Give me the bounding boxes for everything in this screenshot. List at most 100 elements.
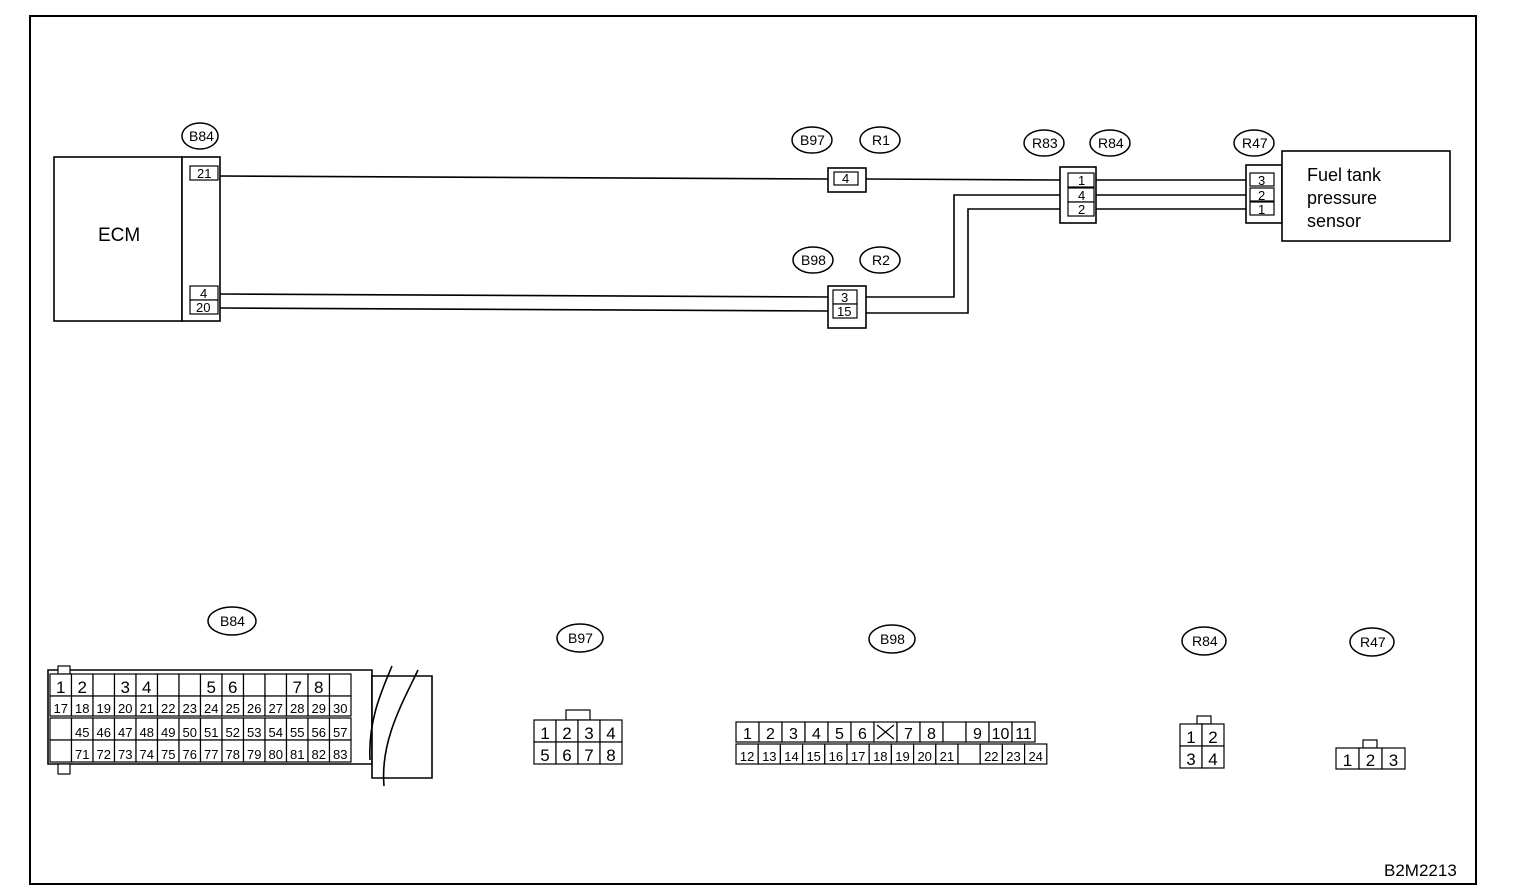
b84-row3-cell (49, 717, 73, 741)
b84-row2-pin-20: 20 (118, 701, 132, 716)
b84-row1-cell (328, 673, 352, 697)
wire-ecm20-b98 (219, 307, 829, 312)
b84-row2-pin-23: 23 (183, 701, 197, 716)
connector-b97-r1: 4 (827, 167, 867, 193)
b84-row1-cell (264, 673, 288, 697)
b84-row1-pin-6: 6 (228, 678, 237, 697)
b84-row4-pin-82: 82 (312, 747, 326, 762)
b84-row2-pin-22: 22 (161, 701, 175, 716)
fuel-tank-pressure-sensor: Fuel tank pressure sensor (1281, 150, 1451, 242)
connector-r83-r84: 1 4 2 (1059, 166, 1097, 224)
b97-row1-pin-3: 3 (584, 724, 593, 743)
sensor-label-line-1: Fuel tank (1307, 165, 1382, 185)
b84-row4-pin-75: 75 (161, 747, 175, 762)
b98-row2-pin-17: 17 (851, 749, 865, 764)
b84-row3-pin-45: 45 (75, 725, 89, 740)
b84-row1-pin-5: 5 (207, 678, 216, 697)
tag-b97-bottom-label: B97 (568, 630, 593, 646)
b84-row2-pin-24: 24 (204, 701, 218, 716)
b98-row2-pin-23: 23 (1006, 749, 1020, 764)
b84-row4-pin-74: 74 (140, 747, 154, 762)
b97-row2-pin-5: 5 (540, 746, 549, 765)
b84-row1-cell (92, 673, 116, 697)
ecm-pin-21: 21 (197, 166, 211, 181)
b84-row3-pin-57: 57 (333, 725, 347, 740)
b98-row2-pin-22: 22 (984, 749, 998, 764)
r84-row1-pin-1: 1 (1186, 728, 1195, 747)
b84-row2-pin-30: 30 (333, 701, 347, 716)
b97-row2-pin-7: 7 (584, 746, 593, 765)
r47-row1-pin-3: 3 (1389, 751, 1398, 770)
r83-r84-pin-2: 2 (1078, 202, 1085, 217)
b84-row4-pin-83: 83 (333, 747, 347, 762)
tag-r47-bottom-label: R47 (1360, 634, 1386, 650)
wire-r2-r83-pin4 (866, 194, 1060, 298)
b97-row1-pin-4: 4 (606, 724, 615, 743)
b84-row1-cell (242, 673, 266, 697)
r47-row1-pin-1: 1 (1343, 751, 1352, 770)
b84-row4-pin-78: 78 (226, 747, 240, 762)
b84-row2-pin-21: 21 (140, 701, 154, 716)
tag-b84-bottom-label: B84 (220, 613, 245, 629)
r83-r84-pin-4: 4 (1078, 188, 1085, 203)
b98-row2-pin-12: 12 (740, 749, 754, 764)
b84-row1-pin-8: 8 (314, 678, 323, 697)
b84-row2-pin-25: 25 (226, 701, 240, 716)
tag-r84-top-label: R84 (1098, 135, 1124, 151)
b84-row4-pin-72: 72 (97, 747, 111, 762)
b98-row1-pin-8: 8 (927, 726, 936, 743)
b84-row1-pin-3: 3 (121, 678, 130, 697)
b98-row1-pin-3: 3 (789, 726, 798, 743)
b84-row4-cell (49, 739, 73, 763)
diagram-frame (29, 15, 1477, 885)
b84-row3-pin-46: 46 (97, 725, 111, 740)
b84-row2-pin-18: 18 (75, 701, 89, 716)
b84-row3-pin-50: 50 (183, 725, 197, 740)
b98-row1-cell (942, 721, 967, 743)
tag-r1-label: R1 (872, 132, 890, 148)
b84-row4-pin-81: 81 (290, 747, 304, 762)
b97-row2-pin-6: 6 (562, 746, 571, 765)
b84-row4-cell (328, 739, 352, 763)
r47-row1-cell (1381, 747, 1406, 770)
b84-row3-pin-47: 47 (118, 725, 132, 740)
r84-row2-pin-3: 3 (1186, 750, 1195, 769)
r84-row2-cell (1201, 745, 1225, 769)
b84-row4-pin-77: 77 (204, 747, 218, 762)
connector-b98-r2: 3 15 (827, 285, 867, 329)
tag-r83: R83 (1023, 129, 1065, 157)
connector-r47: 3 2 1 (1245, 164, 1283, 224)
b84-row1-cell (178, 673, 202, 697)
b97-r1-pin-4: 4 (842, 171, 849, 186)
b84-row3-pin-55: 55 (290, 725, 304, 740)
b84-row2-pin-27: 27 (269, 701, 283, 716)
b84-row4-pin-79: 79 (247, 747, 261, 762)
tag-b84-top: B84 (181, 122, 219, 150)
b84-row3-pin-54: 54 (269, 725, 283, 740)
r47-pin-1: 1 (1258, 202, 1265, 217)
b98-row1-pin-5: 5 (835, 726, 844, 743)
tag-b98-top: B98 (792, 246, 834, 274)
sensor-label-line-3: sensor (1307, 211, 1361, 231)
tag-b84-bottom: B84 (207, 606, 257, 636)
tag-r47-top-label: R47 (1242, 135, 1268, 151)
b84-row4-pin-80: 80 (269, 747, 283, 762)
tag-r1: R1 (859, 126, 901, 154)
wire-r2-r83-pin2 (866, 208, 1060, 314)
b97-row1-pin-2: 2 (562, 724, 571, 743)
ecm-connector-b84: 21 4 20 (181, 156, 221, 322)
b98-row1-blank-cross (876, 724, 895, 740)
r84-row2-pin-4: 4 (1208, 750, 1217, 769)
b98-row1-pin-2: 2 (766, 726, 775, 743)
b98-row2-pin-15: 15 (806, 749, 820, 764)
wire-r1-r83-pin1 (865, 178, 1061, 181)
ecm-pin-4: 4 (200, 286, 207, 301)
b98-r2-pin-3: 3 (841, 290, 848, 305)
